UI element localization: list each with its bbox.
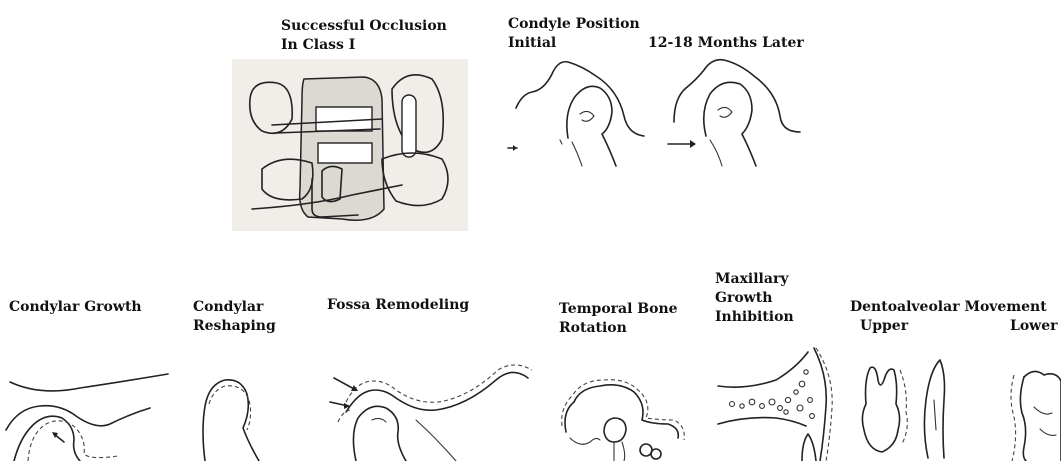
dentoalveolar-lower-label: Lower	[1010, 317, 1058, 335]
condylar-growth-label: Condylar Growth	[9, 298, 142, 316]
occlusion-appliance-figure	[232, 59, 468, 231]
condyle-later-figure	[660, 52, 810, 167]
maxillary-figure	[716, 346, 840, 461]
condylar-reshaping-label-2: Reshaping	[193, 317, 276, 335]
condylar-growth-figure	[0, 368, 175, 461]
condylar-reshaping-label-1: Condylar	[193, 298, 263, 316]
condyle-later-label: 12-18 Months Later	[648, 34, 804, 52]
condyle-initial-figure	[508, 54, 653, 169]
dentoalveolar-lower-figure	[1004, 367, 1061, 461]
condyle-position-title: Condyle Position	[508, 15, 640, 33]
maxillary-label-2: Growth	[715, 289, 772, 307]
temporal-bone-label-2: Rotation	[559, 319, 627, 337]
maxillary-label-1: Maxillary	[715, 270, 788, 288]
arrow-icon	[513, 145, 517, 151]
dentoalveolar-upper-figure	[856, 360, 946, 461]
condyle-initial-label: Initial	[508, 34, 556, 52]
condylar-reshaping-figure	[195, 370, 275, 461]
occlusion-title: Successful Occlusion	[281, 17, 447, 35]
temporal-bone-label-1: Temporal Bone	[559, 300, 678, 318]
occlusion-subtitle: In Class I	[281, 36, 355, 54]
fossa-remodeling-figure	[326, 360, 536, 461]
temporal-bone-figure	[560, 378, 690, 461]
maxillary-label-3: Inhibition	[715, 308, 794, 326]
dentoalveolar-upper-label: Upper	[860, 317, 908, 335]
dentoalveolar-title: Dentoalveolar Movement	[850, 298, 1047, 316]
arrow-icon	[690, 140, 696, 148]
fossa-remodeling-label: Fossa Remodeling	[327, 296, 469, 314]
